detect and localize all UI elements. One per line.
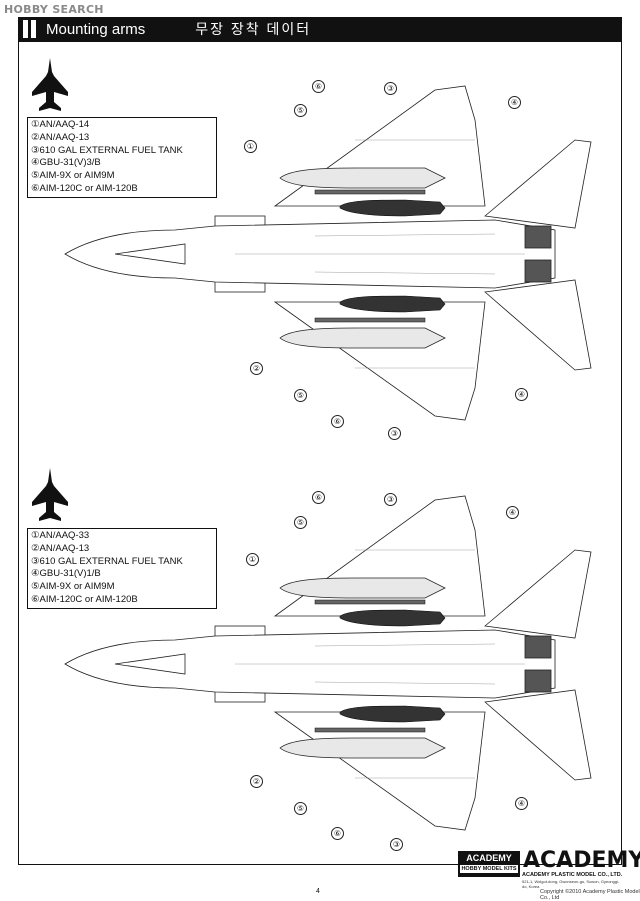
aircraft-drawing-top [64, 85, 592, 421]
callout-6: ⑥ [331, 827, 344, 840]
brand-company-name: ACADEMY PLASTIC MODEL CO., LTD. [522, 872, 623, 878]
legend-item: ⑤AIM-9X or AIM9M [31, 581, 115, 593]
callout-4: ④ [515, 388, 528, 401]
legend-item: ③610 GAL EXTERNAL FUEL TANK [31, 144, 183, 156]
section-title-korean: 무장 장착 데이터 [195, 21, 312, 37]
legend-item: ①AN/AAQ-33 [31, 530, 90, 541]
callout-6: ⑥ [312, 80, 325, 93]
legend-item: ③610 GAL EXTERNAL FUEL TANK [31, 555, 183, 567]
logo-box-subtitle: HOBBY MODEL KITS [460, 865, 518, 873]
section-title-english: Mounting arms [46, 20, 146, 38]
legend-item: ⑤AIM-9X or AIM9M [31, 170, 115, 182]
section-header: Mounting arms 무장 장착 데이터 [18, 17, 622, 41]
callout-5: ⑤ [294, 802, 307, 815]
callout-1: ① [244, 140, 257, 153]
legend-item: ①AN/AAQ-14 [31, 119, 90, 130]
aircraft-drawing-bottom [64, 495, 592, 831]
callout-6: ⑥ [312, 491, 325, 504]
callout-3: ③ [384, 493, 397, 506]
legend-item: ②AN/AAQ-13 [31, 131, 90, 143]
callout-6: ⑥ [331, 415, 344, 428]
legend-item: ⑥AIM-120C or AIM-120B [31, 182, 138, 194]
callout-1: ① [246, 553, 259, 566]
header-bar-mark [31, 20, 36, 38]
callout-4: ④ [508, 96, 521, 109]
legend-item: ②AN/AAQ-13 [31, 542, 90, 554]
legend-item: ④GBU-31(V)3/B [31, 157, 101, 169]
callout-3: ③ [388, 427, 401, 440]
legend-item: ④GBU-31(V)1/B [31, 568, 101, 580]
legend-item: ⑥AIM-120C or AIM-120B [31, 593, 138, 605]
header-bar-mark [23, 20, 28, 38]
academy-logo-box: ACADEMY HOBBY MODEL KITS [458, 851, 520, 877]
page-frame [18, 41, 622, 865]
brand-address: 521-1, Wolgot-dong, Gwonseon-gu, Suwon, … [522, 879, 620, 889]
weapons-legend-top: ①AN/AAQ-14 ②AN/AAQ-13 ③610 GAL EXTERNAL … [27, 117, 217, 198]
aircraft-silhouette-icon [32, 58, 68, 111]
watermark-text: HOBBY SEARCH [4, 3, 104, 16]
callout-3: ③ [384, 82, 397, 95]
weapons-legend-bottom: ①AN/AAQ-33 ②AN/AAQ-13 ③610 GAL EXTERNAL … [27, 528, 217, 609]
callout-4: ④ [515, 797, 528, 810]
logo-box-title: ACADEMY [466, 853, 512, 863]
aircraft-silhouette-icon [32, 468, 68, 521]
callout-5: ⑤ [294, 389, 307, 402]
callout-5: ⑤ [294, 516, 307, 529]
brand-logo: ACADEMY [523, 848, 640, 873]
callout-4: ④ [506, 506, 519, 519]
callout-2: ② [250, 775, 263, 788]
callout-2: ② [250, 362, 263, 375]
copyright-text: Copyright ©2010 Academy Plastic Model Co… [540, 889, 640, 901]
callout-5: ⑤ [294, 104, 307, 117]
callout-3: ③ [390, 838, 403, 851]
page-number: 4 [316, 888, 320, 895]
